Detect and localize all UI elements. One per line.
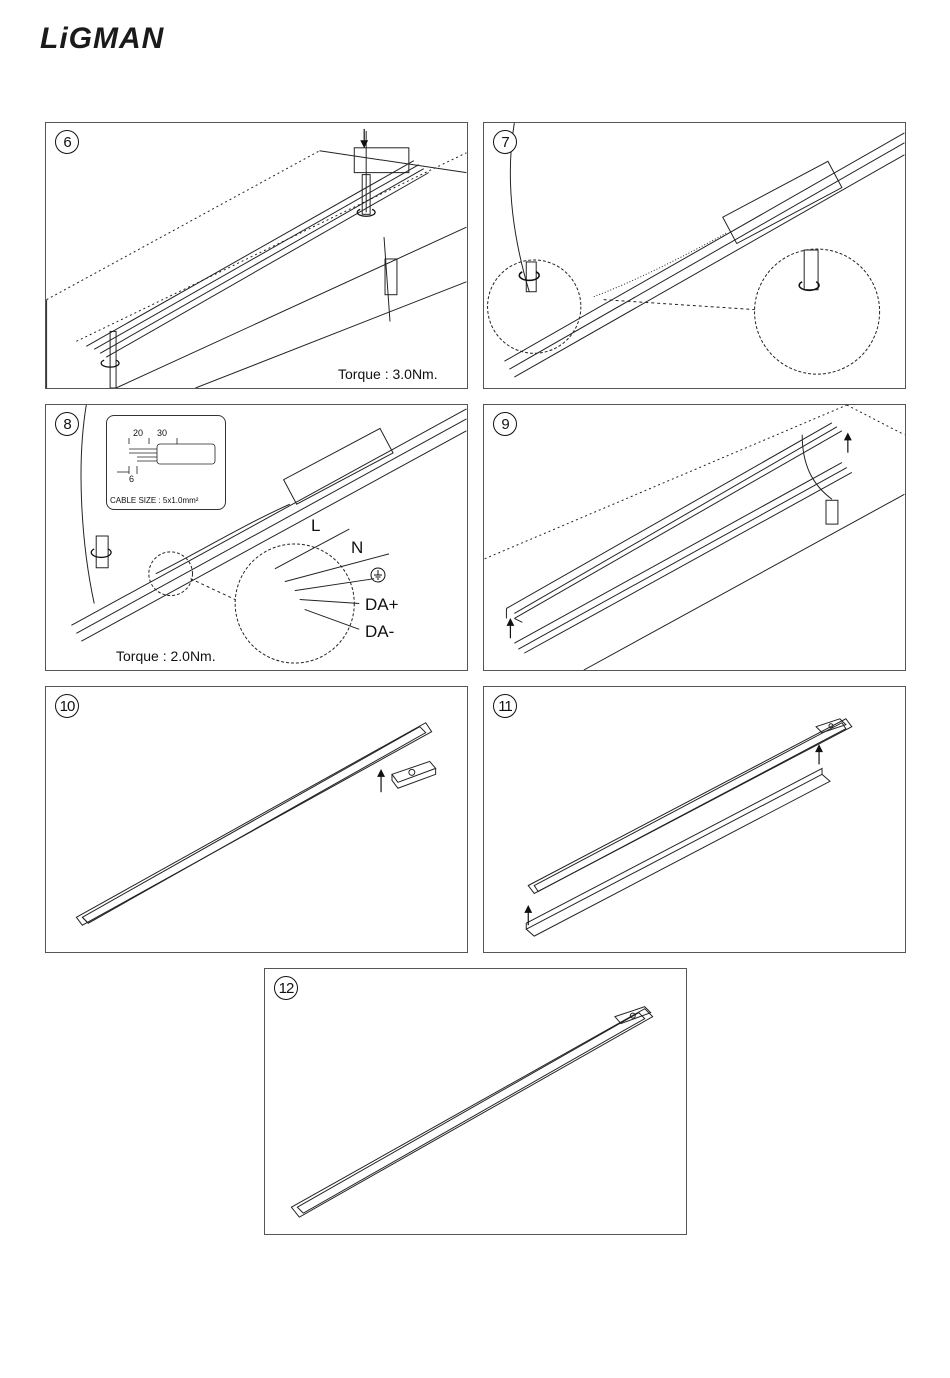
cable-spec-box: 20 30 6 CABLE SIZE : 5x1.0mm²: [106, 415, 226, 510]
cable-dimension-b: 30: [157, 428, 167, 438]
step-10-illustration: [46, 687, 467, 952]
wire-label-da-plus: DA+: [365, 595, 399, 615]
up-arrow-icon: [378, 770, 384, 792]
svg-text:LiGMAN: LiGMAN: [40, 22, 165, 54]
step-10-panel: 10: [45, 686, 468, 953]
cable-dimension-c: 6: [129, 474, 134, 484]
step-12-illustration: [265, 969, 686, 1234]
step-number: 11: [493, 694, 517, 718]
step-8-panel: 8 20 30 6 CABLE SIZE : 5x1.0mm² L N: [45, 404, 468, 671]
step-11-illustration: [484, 687, 905, 952]
wire-label-l: L: [311, 516, 320, 536]
step-number: 9: [493, 412, 517, 436]
step-6-panel: 6 Torque : 3.0Nm.: [45, 122, 468, 389]
step-number: 10: [55, 694, 79, 718]
rotate-arrow-icon: [519, 272, 819, 290]
cable-size-label: CABLE SIZE : 5x1.0mm²: [110, 496, 198, 505]
wire-label-da-minus: DA-: [365, 622, 394, 642]
torque-label: Torque : 2.0Nm.: [116, 648, 216, 664]
step-6-illustration: [46, 123, 467, 388]
step-number: 8: [55, 412, 79, 436]
brand-logo: LiGMAN: [38, 20, 228, 54]
ground-symbol-icon: [370, 567, 386, 583]
cable-dimension-a: 20: [133, 428, 143, 438]
torque-label: Torque : 3.0Nm.: [338, 366, 438, 382]
step-number: 12: [274, 976, 298, 1000]
step-9-panel: 9: [483, 404, 906, 671]
step-number: 7: [493, 130, 517, 154]
step-number: 6: [55, 130, 79, 154]
step-12-panel: 12: [264, 968, 687, 1235]
step-7-panel: 7: [483, 122, 906, 389]
wire-label-n: N: [351, 538, 363, 558]
ligman-logo-icon: LiGMAN: [38, 20, 228, 54]
up-arrow-icon: [525, 746, 822, 926]
step-11-panel: 11: [483, 686, 906, 953]
step-7-illustration: [484, 123, 905, 388]
up-arrow-icon: [507, 434, 850, 638]
step-9-illustration: [484, 405, 905, 670]
